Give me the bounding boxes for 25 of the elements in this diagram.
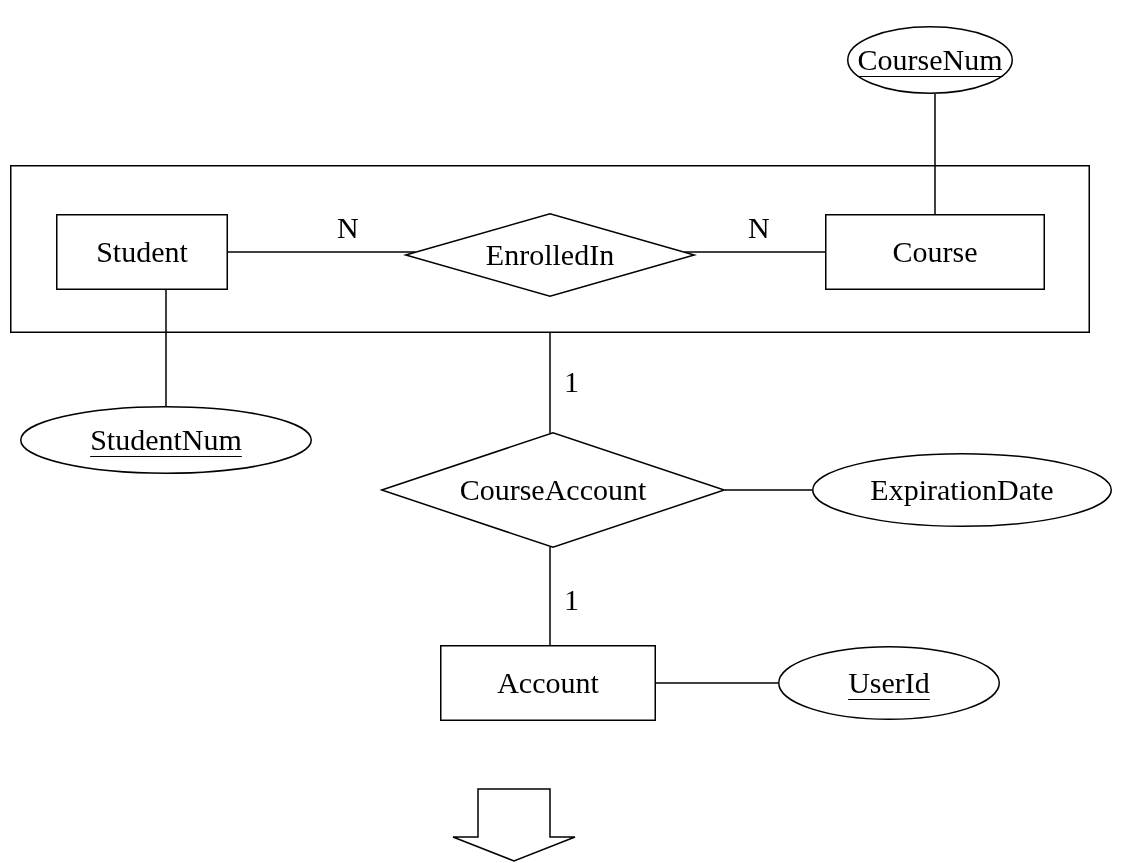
connector-line — [549, 332, 551, 434]
relationship-name: EnrolledIn — [485, 240, 615, 270]
entity-name: Course — [892, 237, 978, 267]
entity-box — [440, 645, 656, 721]
key-attribute-name: CourseNum — [857, 45, 1003, 75]
connector-line — [549, 546, 551, 646]
attribute-ellipse — [847, 26, 1013, 94]
relationship-diamond — [405, 213, 695, 297]
key-attribute-name: UserId — [848, 668, 930, 698]
relationship-name: CourseAccount — [459, 475, 647, 505]
connector-line — [934, 93, 936, 215]
aggregation-box — [10, 165, 1090, 333]
attribute-name: ExpirationDate — [870, 475, 1054, 505]
entity-name: Account — [497, 668, 599, 698]
connector-line — [724, 489, 813, 491]
connector-line — [655, 682, 779, 684]
attribute-ellipse — [778, 646, 1000, 720]
key-attribute-name: StudentNum — [90, 425, 242, 455]
entity-box — [825, 214, 1045, 290]
entity-name: Student — [96, 237, 188, 267]
attribute-ellipse — [20, 406, 312, 474]
connector-line — [165, 289, 167, 407]
attribute-ellipse — [812, 453, 1112, 527]
entity-box — [56, 214, 228, 290]
relationship-diamond — [381, 432, 725, 548]
